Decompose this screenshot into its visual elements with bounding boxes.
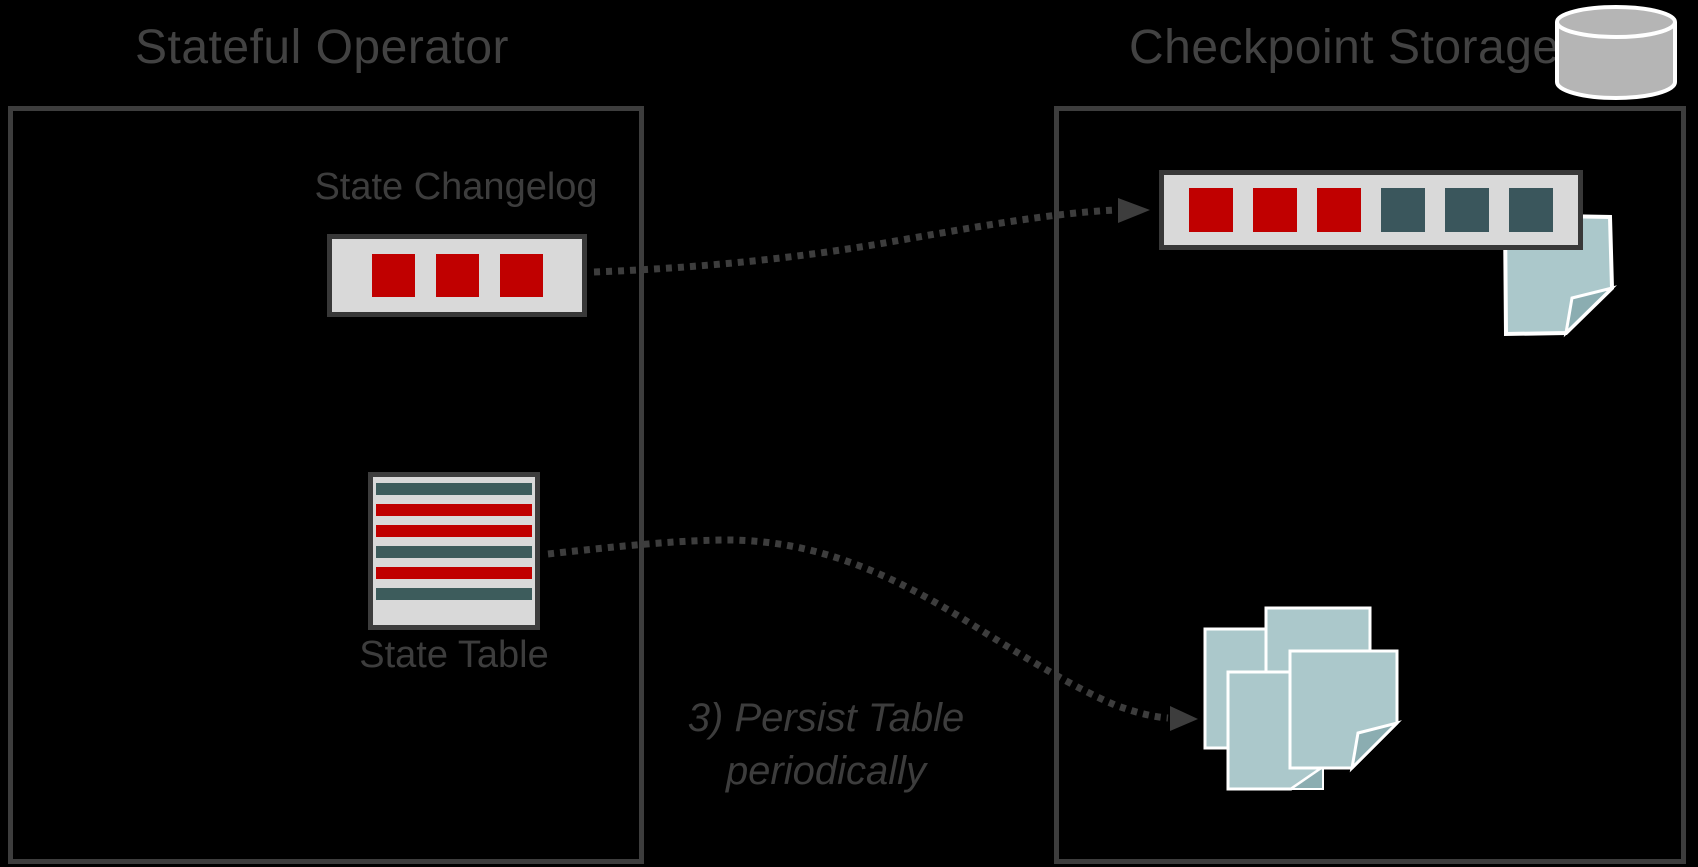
stateful-operator-title: Stateful Operator <box>134 21 510 74</box>
document-stack-icon <box>1203 606 1402 791</box>
teal-cell <box>1509 188 1553 232</box>
teal-stripe <box>376 588 532 600</box>
teal-stripe <box>376 483 532 495</box>
state-changelog-bar <box>327 234 587 317</box>
state-table-label: State Table <box>359 634 549 676</box>
checkpoint-storage-title: Checkpoint Storage <box>1129 21 1560 74</box>
teal-cell <box>1445 188 1489 232</box>
red-cell <box>1317 188 1361 232</box>
red-cell <box>435 254 479 297</box>
checkpoint-changelog-bar <box>1159 170 1583 250</box>
state-table <box>368 472 540 630</box>
red-cell <box>499 254 543 297</box>
teal-cell <box>1381 188 1425 232</box>
annotation-line-2: periodically <box>725 749 927 793</box>
red-stripe <box>376 567 532 579</box>
persist-table-annotation: 3) Persist Table periodically <box>626 692 1026 798</box>
checkpoint-storage-box <box>1054 106 1686 864</box>
annotation-line-1: 3) Persist Table <box>687 696 965 740</box>
stateful-operator-box <box>8 106 644 864</box>
state-changelog-label: State Changelog <box>314 166 598 208</box>
red-cell <box>371 254 415 297</box>
teal-stripe <box>376 546 532 558</box>
database-cylinder-icon <box>1555 5 1677 100</box>
red-cell <box>1189 188 1233 232</box>
red-stripe <box>376 504 532 516</box>
red-cell <box>1253 188 1297 232</box>
red-stripe <box>376 525 532 537</box>
